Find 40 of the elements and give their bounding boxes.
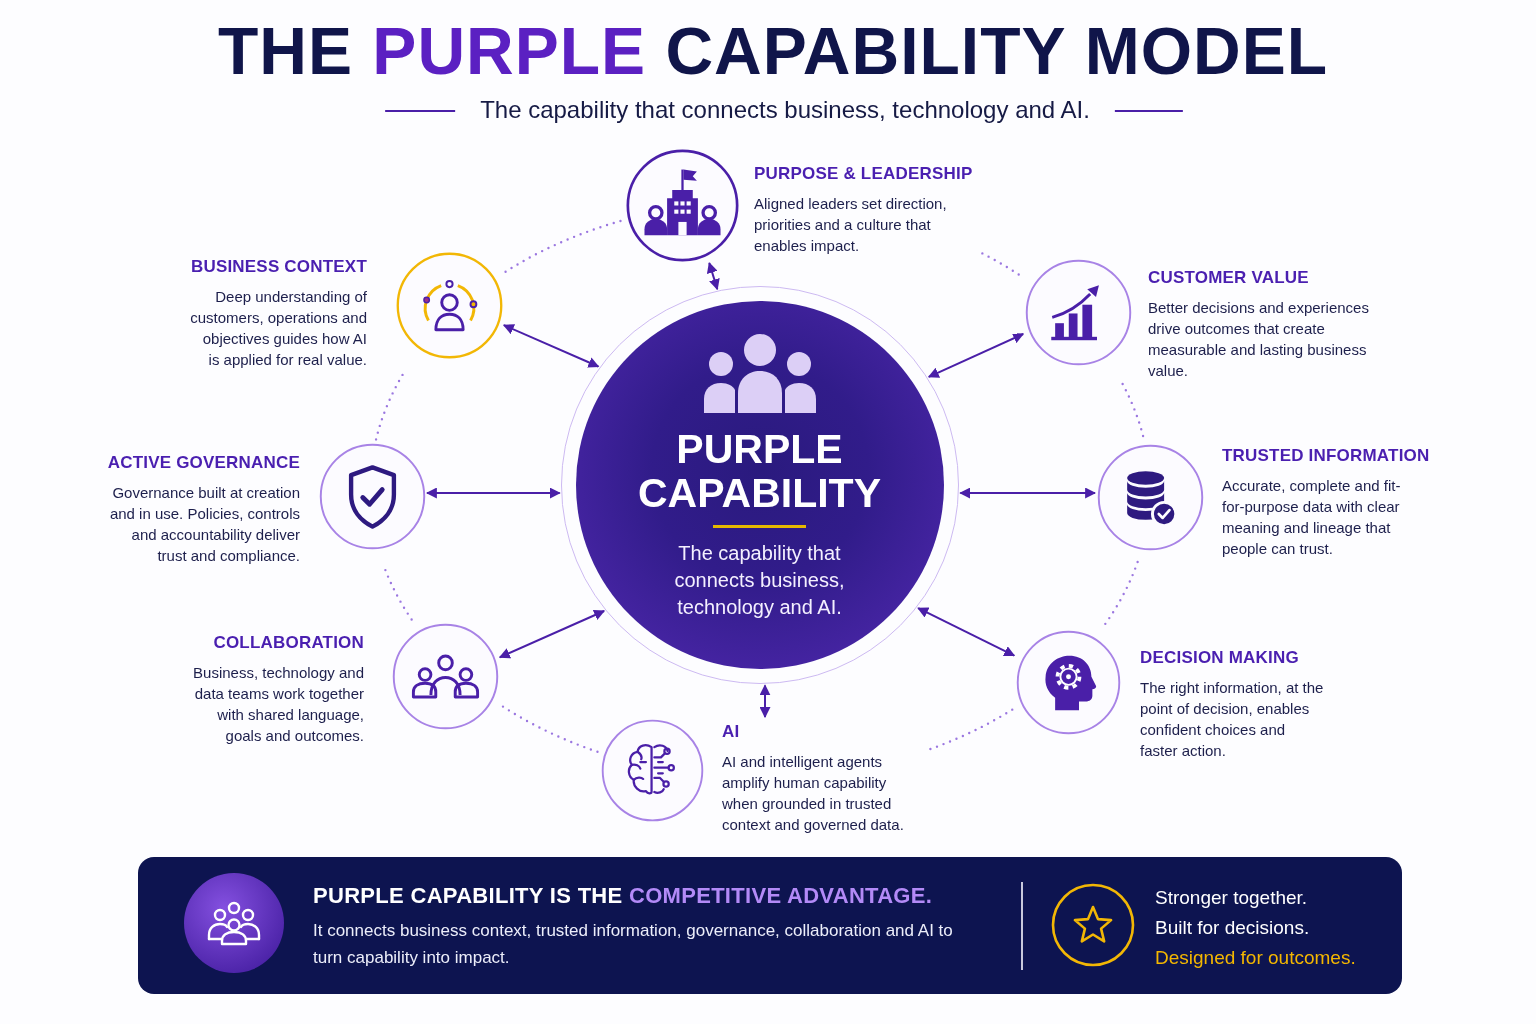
capability-description: AI and intelligent agents amplify human capability when grounded in trusted context and governed data. [722, 752, 905, 835]
double-arrow [927, 333, 1025, 378]
capability-description: Aligned leaders set direction, priorities and a culture that enables impact. [754, 194, 948, 256]
capability-heading: CUSTOMER VALUE [1148, 268, 1309, 288]
capability-description: The right information, at the point of decision, enables confident choices and faster action. [1140, 678, 1325, 761]
tagline: Built for decisions. [1155, 916, 1310, 940]
tagline: Designed for outcomes. [1155, 946, 1356, 970]
hub-title: PURPLE CAPABILITY [637, 427, 882, 515]
capability-description: Better decisions and experiences drive outcomes that create measurable and lasting business value. [1148, 298, 1370, 381]
double-arrow [759, 684, 771, 719]
capability-heading: ACTIVE GOVERNANCE [107, 453, 300, 473]
capability-heading: COLLABORATION [213, 633, 364, 653]
dotted-connector-line [1102, 560, 1139, 628]
dotted-connector-line [383, 567, 413, 621]
hub-description: The capability that connects business, technology and AI. [673, 541, 846, 620]
double-arrow [502, 324, 600, 368]
capability-description: Business, technology and data teams work together with shared language, goals and outcomes. [192, 663, 364, 746]
subtitle: The capability that connects business, technology and AI. [480, 95, 1090, 125]
double-arrow [425, 487, 561, 499]
capability-heading: AI [722, 722, 740, 742]
dotted-connector-line [500, 704, 599, 753]
capability-description: Accurate, complete and fit-for-purpose data with clear meaning and lineage that people can trust. [1222, 476, 1402, 559]
double-arrow [959, 487, 1097, 499]
dotted-connector-line [504, 219, 624, 273]
capability-heading: DECISION MAKING [1140, 648, 1299, 668]
capability-description: Deep understanding of customers, operations and objectives guides how AI is applied for real value. [189, 287, 367, 370]
banner-heading: PURPLE CAPABILITY IS THE COMPETITIVE ADVANTAGE. [313, 883, 933, 909]
page-title: THE PURPLE CAPABILITY MODEL [218, 18, 1328, 84]
capability-description: Governance built at creation and in use. Policies, controls and accountability deliver trust and compliance. [108, 483, 300, 566]
tagline: Stronger together. [1155, 886, 1308, 910]
double-arrow [917, 607, 1016, 657]
dotted-connector-line [926, 708, 1014, 752]
double-arrow [498, 609, 606, 659]
dotted-connector-line [981, 252, 1023, 278]
summary-banner [138, 857, 1402, 994]
dotted-connector-line [374, 371, 405, 441]
banner-description: It connects business context, trusted information, governance, collaboration and AI to turn capability into impact. [313, 920, 953, 969]
capability-heading: PURPOSE & LEADERSHIP [754, 164, 973, 184]
capability-heading: BUSINESS CONTEXT [190, 257, 367, 277]
capability-heading: TRUSTED INFORMATION [1222, 446, 1430, 466]
